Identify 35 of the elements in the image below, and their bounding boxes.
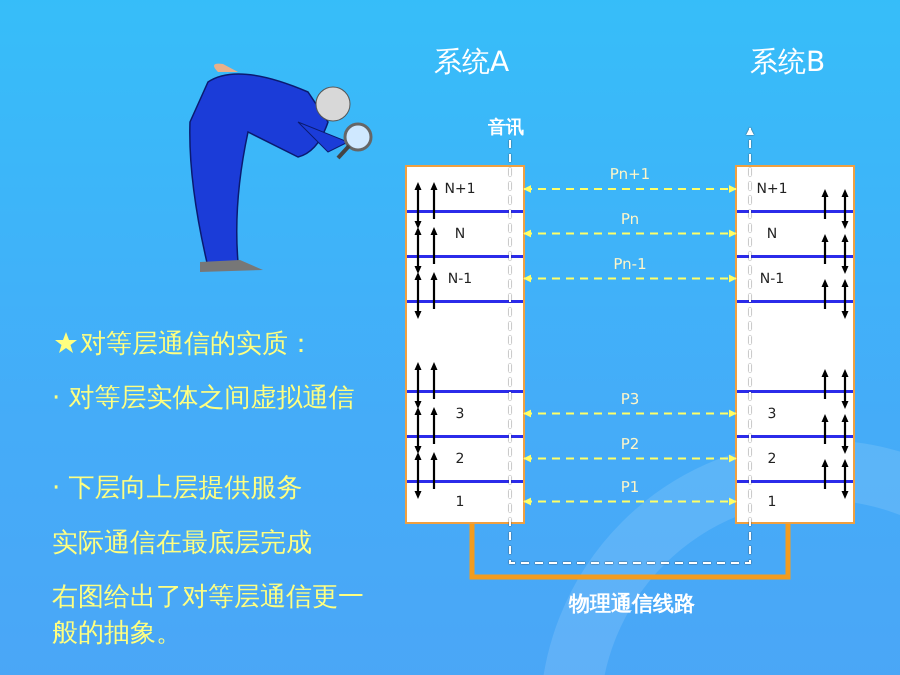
layer-label: N — [454, 226, 466, 242]
edge-label: Pn-1 — [612, 254, 648, 272]
connector-arrow — [523, 230, 737, 238]
edge-label: 物理通信线路 — [568, 591, 696, 617]
layer-label: N+1 — [444, 181, 476, 197]
layer-label: 2 — [768, 450, 776, 466]
note-text: 对等层通信的实质： — [80, 328, 315, 361]
message-label: 音讯 — [488, 116, 524, 140]
connector-arrow — [523, 454, 737, 462]
layer-label: N+1 — [756, 181, 788, 197]
edge-label: Pn — [620, 210, 640, 228]
layer-label: N-1 — [448, 270, 472, 286]
layer-label: 1 — [768, 494, 776, 510]
edge-label: P1 — [620, 478, 640, 496]
layer-label: N — [766, 226, 778, 242]
note-text: · 下层向上层提供服务 — [52, 472, 304, 505]
connector-arrow — [509, 127, 754, 564]
connector-arrow — [523, 410, 737, 418]
edge-label: Pn+1 — [608, 165, 652, 183]
connector-arrow — [523, 274, 737, 282]
system-heading: 系统A — [434, 45, 510, 79]
layer-label: 3 — [768, 406, 776, 422]
layer-label: N-1 — [760, 270, 784, 286]
edge-label: P2 — [620, 434, 640, 452]
note-text: 实际通信在最底层完成 — [52, 527, 313, 560]
system-heading: 系统B — [750, 45, 826, 79]
layer-label: 2 — [456, 450, 464, 466]
layer-label: 3 — [456, 406, 464, 422]
edge-label: P3 — [620, 390, 640, 408]
physical-line — [470, 524, 790, 580]
connector-arrow — [523, 185, 737, 193]
connector-arrow — [523, 498, 737, 506]
layer-label: 1 — [456, 494, 464, 510]
note-text: · 对等层实体之间虚拟通信 — [52, 382, 356, 415]
note-text: 右图给出了对等层通信更一般的抽象。 — [52, 581, 365, 650]
